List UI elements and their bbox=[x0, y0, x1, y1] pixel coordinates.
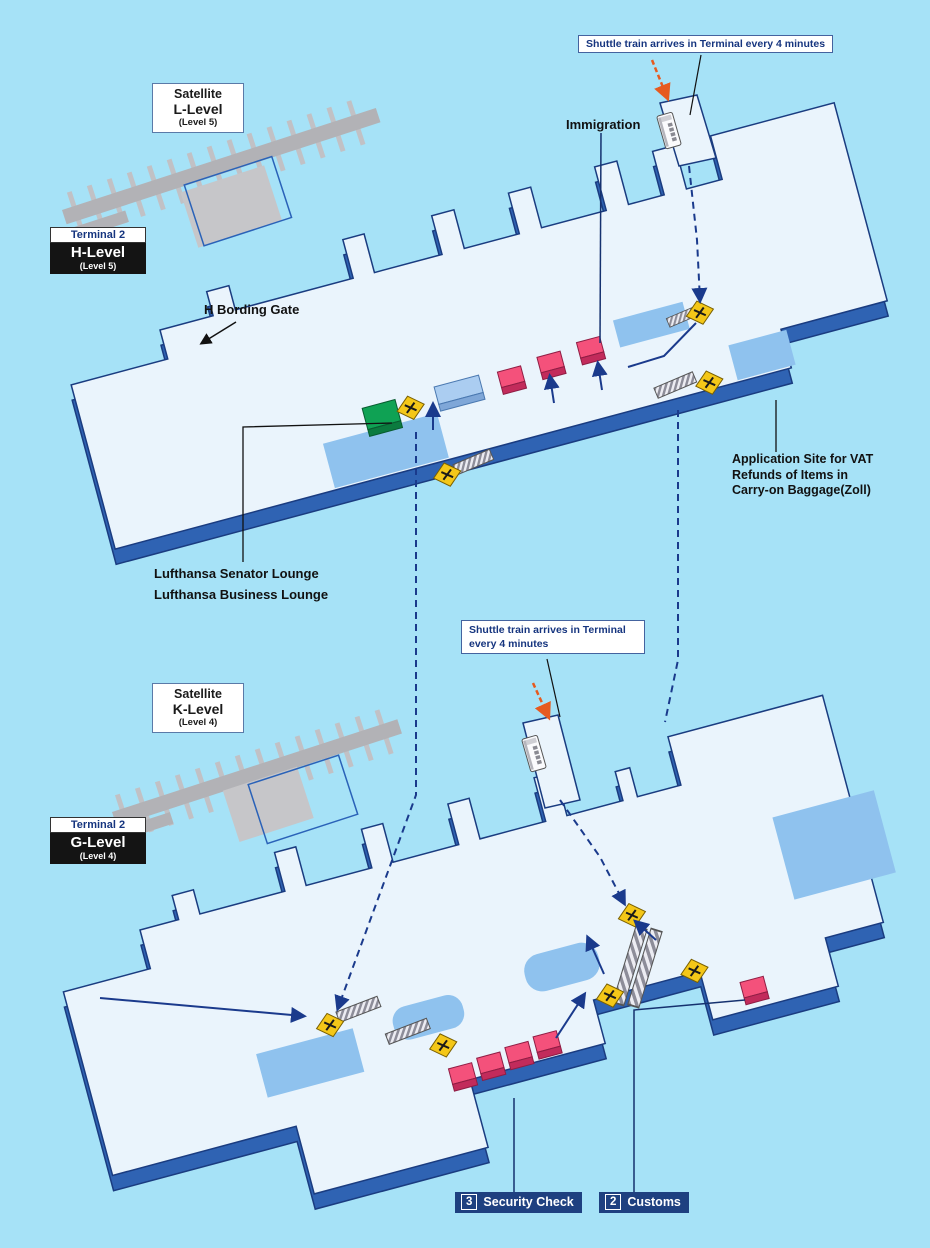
satellite-k-sub: (Level 4) bbox=[178, 717, 218, 728]
terminal-h-sub: (Level 5) bbox=[79, 260, 117, 271]
security-check-badge: 3 Security Check bbox=[455, 1192, 582, 1214]
flow-arrow bbox=[555, 991, 587, 1039]
flow-arrow bbox=[591, 360, 608, 391]
security-counter bbox=[504, 1040, 535, 1071]
shuttle-note-top: Shuttle train arrives in Terminal every … bbox=[578, 35, 834, 53]
g-corridor-band bbox=[256, 1028, 365, 1098]
customs-counter bbox=[739, 975, 770, 1006]
vat-office-area bbox=[728, 329, 796, 381]
leader-shuttle-mid bbox=[546, 658, 561, 718]
leader-immigration bbox=[599, 132, 602, 344]
satellite-l-name: Satellite bbox=[174, 87, 222, 101]
security-counter bbox=[532, 1030, 563, 1060]
terminal-g-name: Terminal 2 bbox=[50, 817, 146, 833]
g-security-lane bbox=[524, 942, 600, 992]
g-level-terminal bbox=[62, 694, 896, 1211]
h-corridor-band bbox=[322, 413, 449, 489]
flow-arrow bbox=[99, 997, 307, 1023]
leader-boarding-gate bbox=[199, 321, 237, 345]
security-counter bbox=[476, 1051, 507, 1082]
customs-label: Customs bbox=[627, 1195, 681, 1210]
satellite-k-label: Satellite K-Level (Level 4) bbox=[152, 683, 244, 733]
terminal-g-level: G-Level bbox=[70, 834, 126, 851]
security-counter bbox=[447, 1062, 479, 1092]
terminal-g-label: Terminal 2 G-Level (Level 4) bbox=[50, 817, 146, 865]
immigration-label: Immigration bbox=[566, 117, 641, 132]
flow-arrow bbox=[585, 934, 605, 975]
security-check-label: Security Check bbox=[483, 1195, 574, 1210]
leader-customs bbox=[633, 999, 746, 1192]
leader-lounge bbox=[242, 422, 393, 562]
satellite-k-name: Satellite bbox=[174, 687, 222, 701]
immigration-counter bbox=[496, 365, 528, 395]
terminal-h-level: H-Level bbox=[70, 244, 126, 261]
customs-number: 2 bbox=[605, 1194, 622, 1211]
satellite-l-level: L-Level bbox=[173, 101, 223, 117]
flow-arrow bbox=[633, 919, 657, 941]
terminal-h-label: Terminal 2 H-Level (Level 5) bbox=[50, 227, 146, 275]
h-level-terminal bbox=[70, 101, 890, 566]
dashed-route-right bbox=[664, 410, 679, 723]
g-right-hall bbox=[772, 790, 896, 900]
immigration-counter bbox=[575, 335, 607, 366]
customs-badge: 2 Customs bbox=[599, 1192, 689, 1214]
terminal-h-name: Terminal 2 bbox=[50, 227, 146, 243]
flow-arrow bbox=[543, 373, 560, 404]
dashed-route-train-to-h bbox=[688, 165, 708, 304]
train-approach-arrow bbox=[531, 682, 551, 721]
satellite-l-shape bbox=[62, 95, 381, 248]
leader-shuttle-top bbox=[689, 54, 702, 116]
h-boarding-gate-label: H Bording Gate bbox=[204, 302, 300, 317]
satellite-l-sub: (Level 5) bbox=[178, 117, 218, 128]
flow-path bbox=[627, 322, 697, 368]
lounge-senator-label: Lufthansa Senator Lounge bbox=[154, 566, 319, 581]
vat-refund-label: Application Site for VAT Refunds of Item… bbox=[732, 452, 874, 498]
train-approach-arrow bbox=[650, 59, 671, 102]
dashed-route-h-to-g-left bbox=[334, 432, 417, 1012]
satellite-k-level: K-Level bbox=[172, 701, 224, 717]
satellite-l-label: Satellite L-Level (Level 5) bbox=[152, 83, 244, 133]
immigration-wall bbox=[612, 301, 690, 348]
lounge-business-label: Lufthansa Business Lounge bbox=[154, 587, 329, 602]
security-check-number: 3 bbox=[461, 1194, 478, 1211]
terminal-g-sub: (Level 4) bbox=[79, 850, 117, 861]
shuttle-note-mid: Shuttle train arrives in Terminal every … bbox=[461, 620, 645, 655]
